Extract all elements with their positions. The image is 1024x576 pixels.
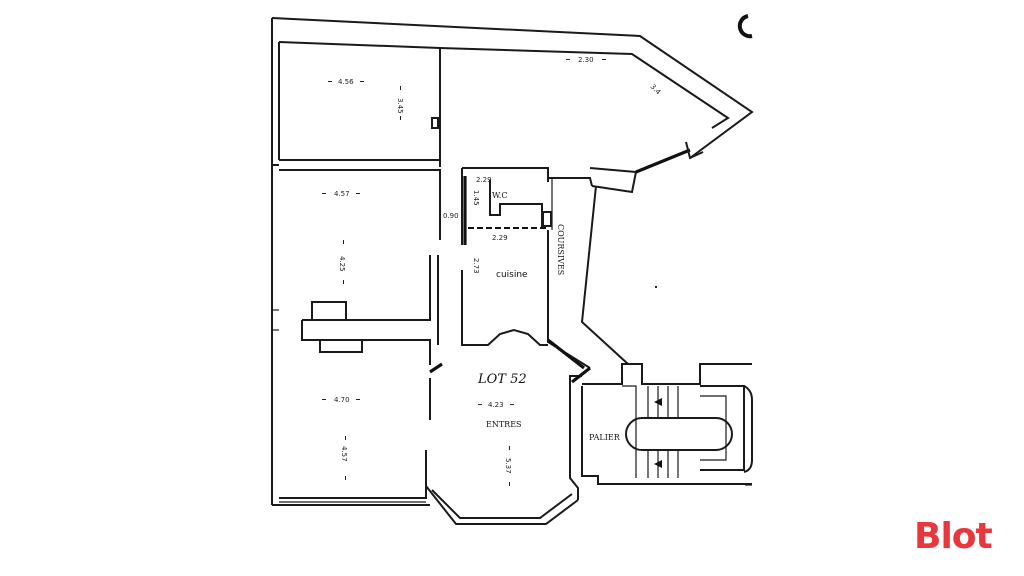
- dim-top-room-width: 4.56: [338, 78, 354, 86]
- dimension-labels: 4.56 3.45 2.30 3.4 4.57 4.25 2.29 1.45 0…: [334, 56, 663, 474]
- dim-kitchen-depth: 2.73: [472, 258, 480, 274]
- chimney-bottom: [319, 339, 363, 353]
- stair-steps: [647, 386, 679, 478]
- room-labels: LOT 52 W.C cuisine COURSIVES ENTRES PALI…: [477, 191, 621, 442]
- walls: [271, 14, 754, 525]
- wall-kitchen: [461, 270, 548, 346]
- stair-arrows: [654, 398, 662, 468]
- dim-wc-depth: 1.45: [472, 190, 480, 206]
- wall-bay: [589, 167, 638, 194]
- dim-entry-depth: 5.37: [504, 458, 512, 474]
- label-palier: PALIER: [589, 433, 621, 442]
- dim-middle-room-width: 4.57: [334, 190, 350, 198]
- wall-top-exterior: [271, 17, 754, 159]
- dim-corner-side: 3.4: [649, 83, 663, 97]
- dim-wc-width: 2.29: [476, 176, 492, 184]
- blot-logo: Blot: [914, 516, 993, 557]
- label-wc: W.C: [492, 191, 508, 200]
- dim-kitchen-width: 2.29: [492, 234, 508, 242]
- label-entrees: ENTRES: [486, 420, 522, 429]
- dim-top-room-depth: 3.45: [396, 98, 404, 114]
- north-symbol: [737, 14, 753, 39]
- dim-wc-door: 0.90: [443, 212, 459, 220]
- dim-bottom-room-depth: 4.57: [340, 446, 348, 462]
- label-coursives: COURSIVES: [556, 224, 565, 275]
- chimney-top: [311, 301, 347, 321]
- dim-middle-room-depth: 4.25: [338, 256, 346, 272]
- dim-bottom-room-width: 4.70: [334, 396, 350, 404]
- lot-title: LOT 52: [477, 372, 527, 387]
- dimension-ticks: [322, 59, 657, 486]
- wall-entry: [425, 485, 579, 525]
- wall-wc: [462, 167, 549, 182]
- label-cuisine: cuisine: [496, 270, 528, 280]
- wall-landing: [582, 363, 752, 385]
- dim-entry-width: 4.23: [488, 401, 504, 409]
- dim-corner-width: 2.30: [578, 56, 594, 64]
- wall-corridor: [580, 185, 629, 365]
- stair-well: [625, 417, 733, 451]
